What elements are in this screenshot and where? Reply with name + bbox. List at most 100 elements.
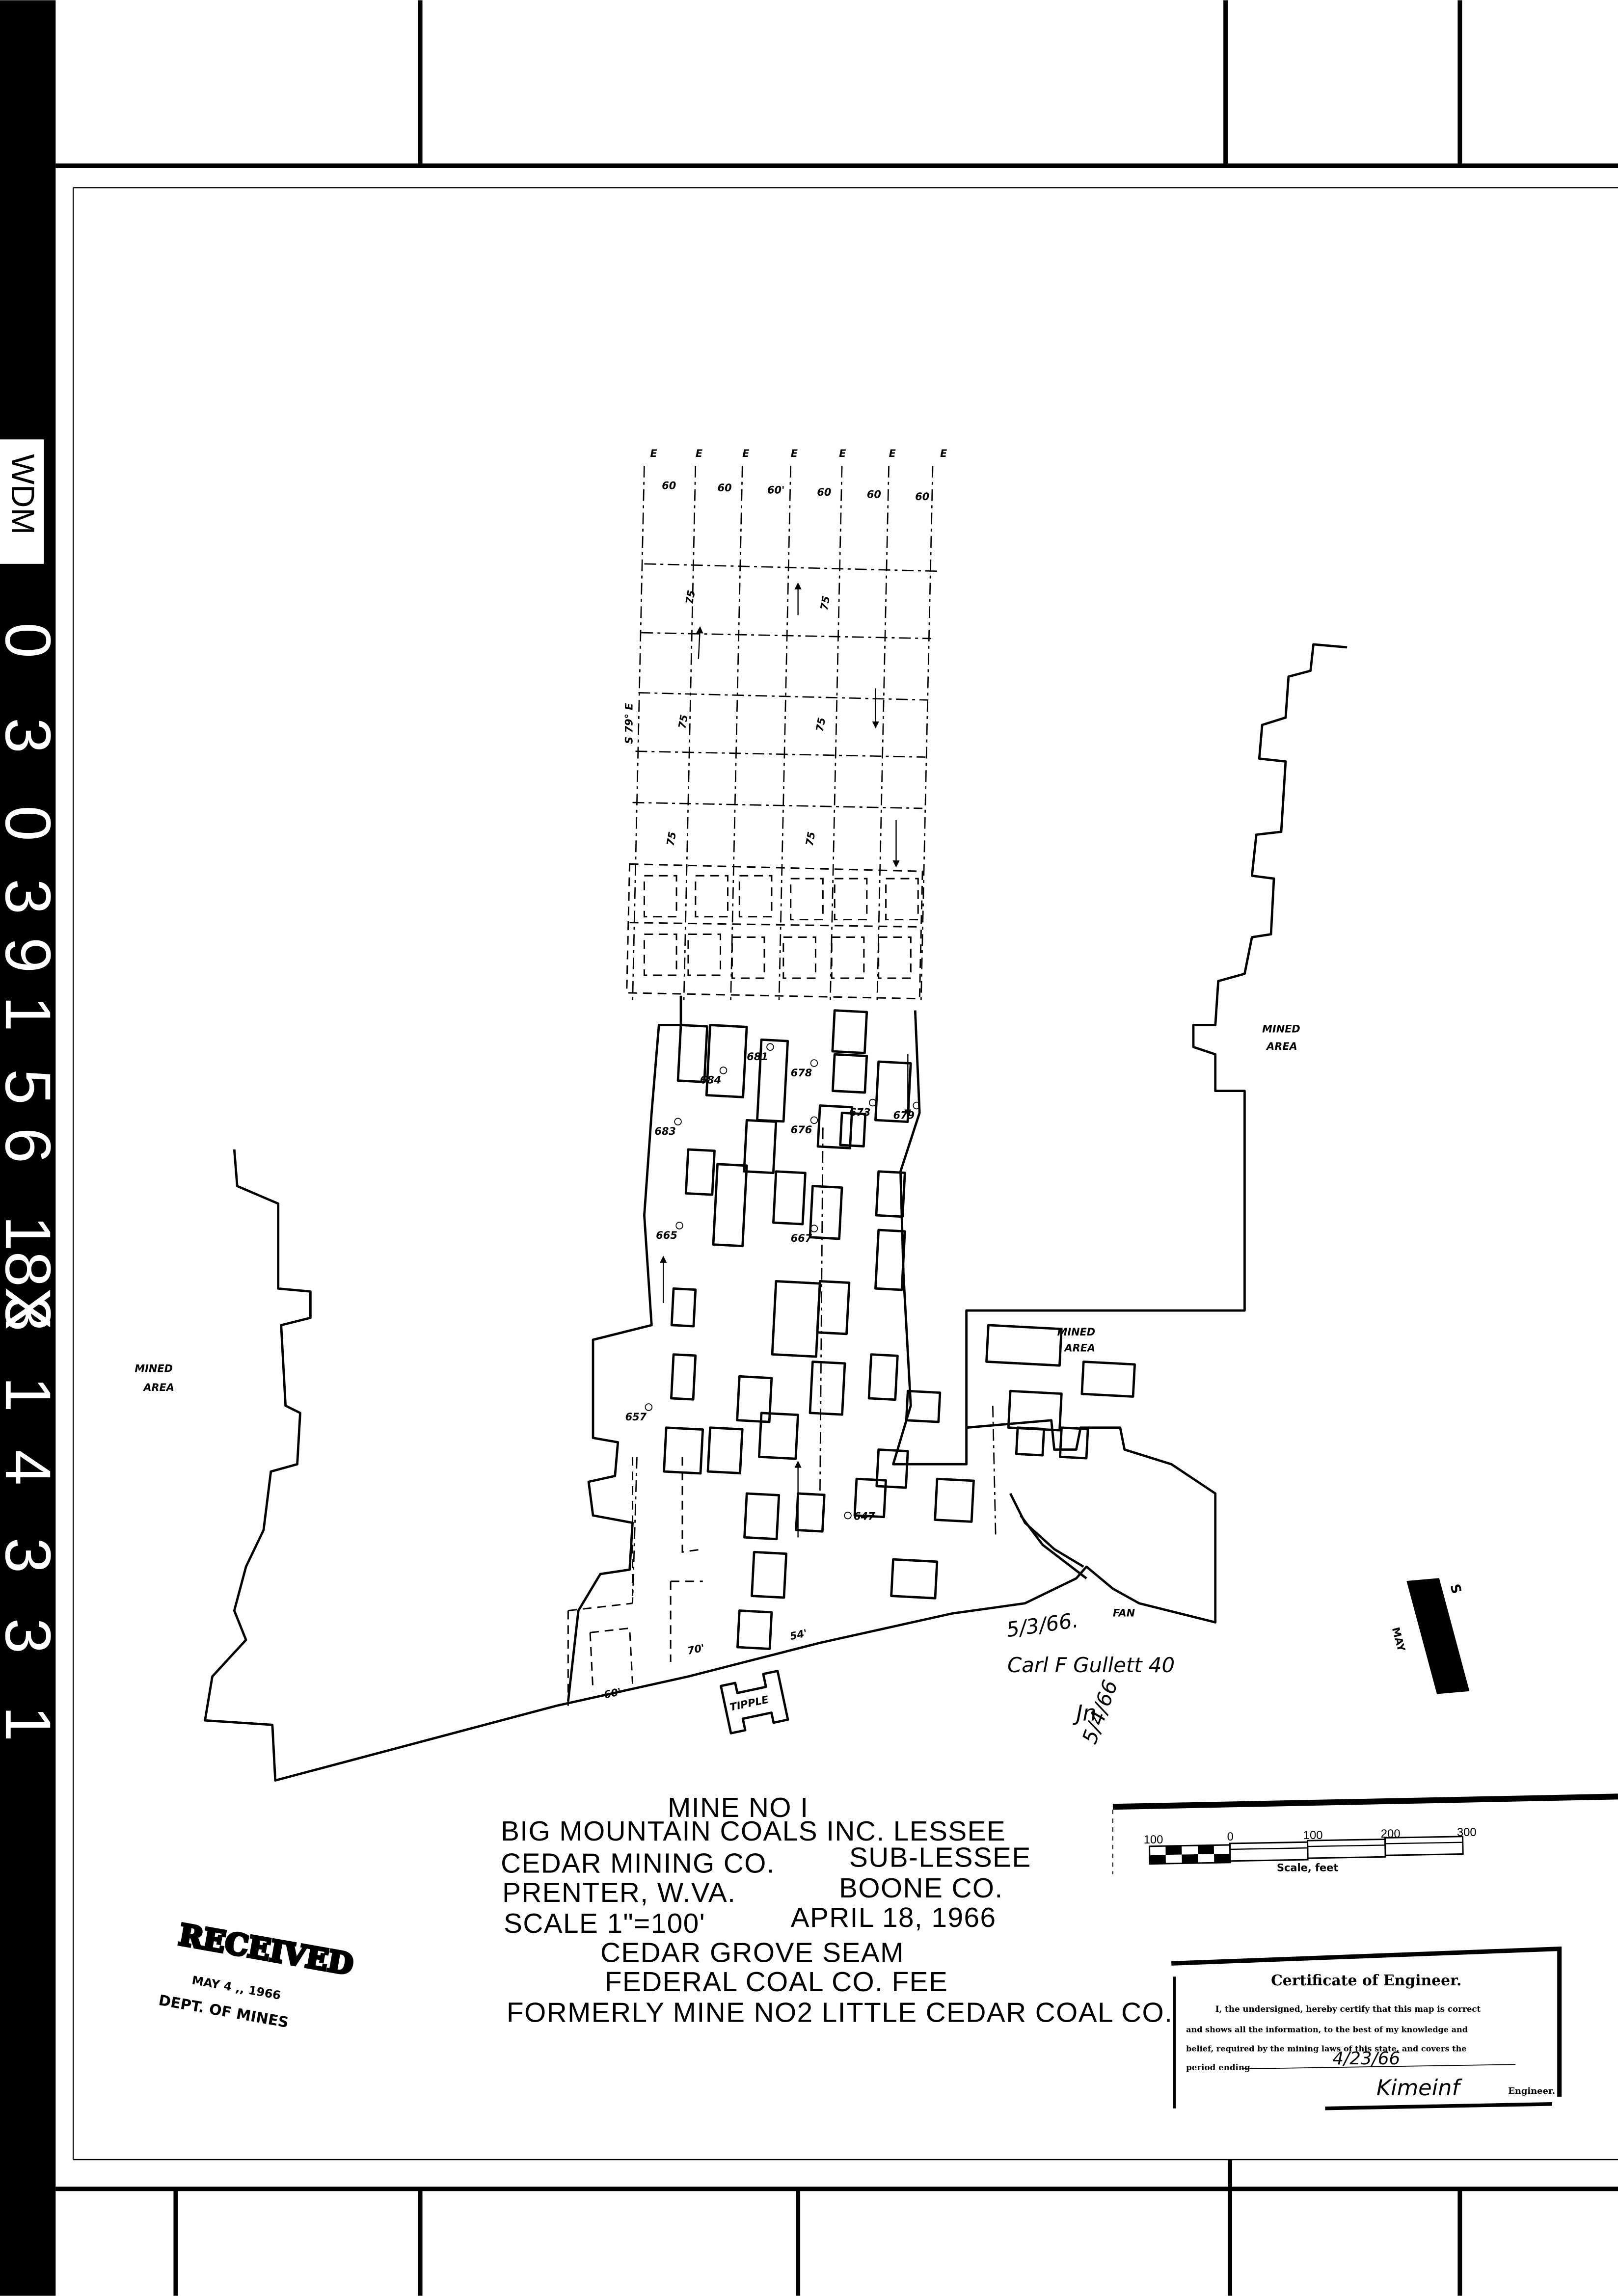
scale-tick-label: 300 [1457, 1826, 1477, 1839]
mined-area-label-right: MINED AREA [1262, 1023, 1300, 1052]
film-strip-digit: 1 [0, 1706, 64, 1741]
film-strip-digit: 18X [0, 1215, 64, 1330]
grid-spacing-label: 60 [718, 482, 732, 494]
coal-pillar [670, 1287, 697, 1328]
coal-pillar [809, 1361, 846, 1416]
grid-e-mark: E [650, 448, 657, 459]
coal-pillar [816, 1104, 854, 1149]
mine-workings [204, 582, 1348, 1782]
elevation-label: 657 [625, 1411, 647, 1423]
coal-pillar [890, 1558, 939, 1600]
grid-spacing-label: 60' [767, 484, 784, 496]
handwritten-annotations: 5/3/66. Carl F Gullett 40 Jn 5/4/66 [1005, 1608, 1175, 1747]
coal-pillar [934, 1477, 975, 1523]
film-strip: WDM 0303915618X314331 [0, 0, 64, 2296]
coal-pillar [867, 1353, 899, 1401]
coal-pillar [795, 1492, 826, 1533]
handwritten-initials: Jn [1072, 1700, 1097, 1726]
svg-text:period ending: period ending [1186, 2062, 1250, 2072]
grid-row-label: 75 [814, 717, 828, 733]
grid-e-mark: E [742, 448, 749, 459]
grid-spacing-label: 60 [662, 480, 676, 492]
coal-pillar [853, 1477, 887, 1519]
film-strip-digit: 9 [0, 937, 64, 973]
formerly-line: FORMERLY MINE NO2 LITTLE CEDAR COAL CO. [507, 1998, 1173, 2029]
coal-pillar [736, 1609, 773, 1650]
svg-text:MAY: MAY [1390, 1626, 1407, 1653]
coal-pillar [706, 1426, 744, 1474]
svg-text:MAY 4 ,, 1966: MAY 4 ,, 1966 [191, 1973, 282, 2002]
main-entry-left-wall [566, 995, 682, 1702]
grid-e-mark: E [889, 448, 896, 459]
side-stamp: MAY S [1390, 1578, 1470, 1694]
svg-text:S: S [1447, 1582, 1464, 1596]
grid-e-mark: E [791, 448, 798, 459]
location: PRENTER, W.VA. [502, 1877, 736, 1908]
svg-text:Engineer.: Engineer. [1508, 2086, 1555, 2096]
coal-pillar [712, 1163, 748, 1248]
sub-lessee-company: CEDAR MINING CO. [501, 1848, 775, 1879]
svg-text:I, the undersigned, hereby cer: I, the undersigned, hereby certify that … [1215, 2004, 1481, 2014]
coal-pillar [751, 1550, 788, 1599]
title-block: MINE NO I BIG MOUNTAIN COALS INC. LESSEE… [501, 1792, 1173, 2029]
certificate-title: Certificate of Engineer. [1271, 1972, 1461, 1989]
coal-pillar [905, 1389, 942, 1423]
coal-pillar [875, 1170, 906, 1218]
received-stamp: RECEIVED MAY 4 ,, 1966 DEPT. OF MINES [157, 1917, 357, 2031]
scale-caption: Scale, feet [1277, 1862, 1338, 1874]
coal-pillar [1080, 1361, 1136, 1398]
film-strip-digit: 0 [0, 805, 64, 841]
grid-row-label: 75 [683, 589, 698, 605]
svg-text:AREA: AREA [1266, 1041, 1297, 1052]
elevation-label: 683 [654, 1125, 676, 1137]
film-strip-digit: 0 [0, 622, 64, 658]
coal-pillar [809, 1185, 843, 1240]
outcrop-label: 70' [686, 1642, 706, 1657]
grid-row-label: 75 [804, 831, 818, 847]
svg-text:MINED: MINED [135, 1362, 173, 1374]
left-mined-area-boundary [204, 1149, 1217, 1782]
mined-area-label-center: MINED AREA [1057, 1326, 1096, 1354]
coal-pillar [670, 1353, 697, 1401]
county: BOONE CO. [839, 1873, 1003, 1904]
coal-pillar [1059, 1426, 1089, 1460]
coal-pillar [743, 1119, 778, 1175]
coal-pillar [743, 1492, 781, 1541]
svg-text:MINED: MINED [1262, 1023, 1300, 1035]
coal-pillar [839, 1112, 867, 1148]
elevation-label: 647 [854, 1511, 875, 1522]
coal-pillar [816, 1280, 851, 1335]
scale-tick-label: 0 [1227, 1830, 1234, 1843]
grid-row-label: 75 [676, 714, 690, 730]
sheet-frame [55, 0, 1618, 2296]
film-strip-digit: 3 [0, 879, 64, 914]
handwritten-signature-1: Carl F Gullett 40 [1007, 1653, 1175, 1677]
svg-text:RECEIVED: RECEIVED [176, 1918, 356, 1982]
film-strip-digit: 3 [0, 718, 64, 753]
engineer-certificate: Certificate of Engineer. I, the undersig… [1171, 1946, 1562, 2110]
svg-text:MINED: MINED [1057, 1326, 1096, 1338]
fan-label: FAN [1113, 1607, 1135, 1619]
grid-row-label: 75 [664, 831, 678, 847]
mine-name: MINE NO I [668, 1792, 809, 1823]
coal-pillar [831, 1053, 868, 1094]
fee-line: FEDERAL COAL CO. FEE [605, 1967, 948, 1998]
tipple-label: TIPPLE [728, 1694, 769, 1713]
mined-area-label-left: MINED AREA [135, 1362, 174, 1393]
seam-name: CEDAR GROVE SEAM [600, 1937, 904, 1968]
svg-text:AREA: AREA [1063, 1342, 1095, 1354]
main-entry-right-wall [892, 643, 1348, 1466]
film-strip-digit: 1 [0, 996, 64, 1032]
grid-e-mark: E [839, 448, 846, 459]
coal-pillar [1007, 1389, 1063, 1432]
map-scale: SCALE 1"=100' [504, 1908, 705, 1939]
grid-row-label: 75 [818, 595, 833, 611]
coal-pillar [757, 1412, 799, 1460]
elevation-label: 678 [791, 1067, 812, 1079]
sub-lessee-role: SUB-LESSEE [849, 1842, 1031, 1873]
coal-pillar [985, 1324, 1063, 1367]
film-strip-digit: 3 [0, 1537, 64, 1573]
svg-text:and shows all the information,: and shows all the information, to the be… [1186, 2025, 1468, 2034]
